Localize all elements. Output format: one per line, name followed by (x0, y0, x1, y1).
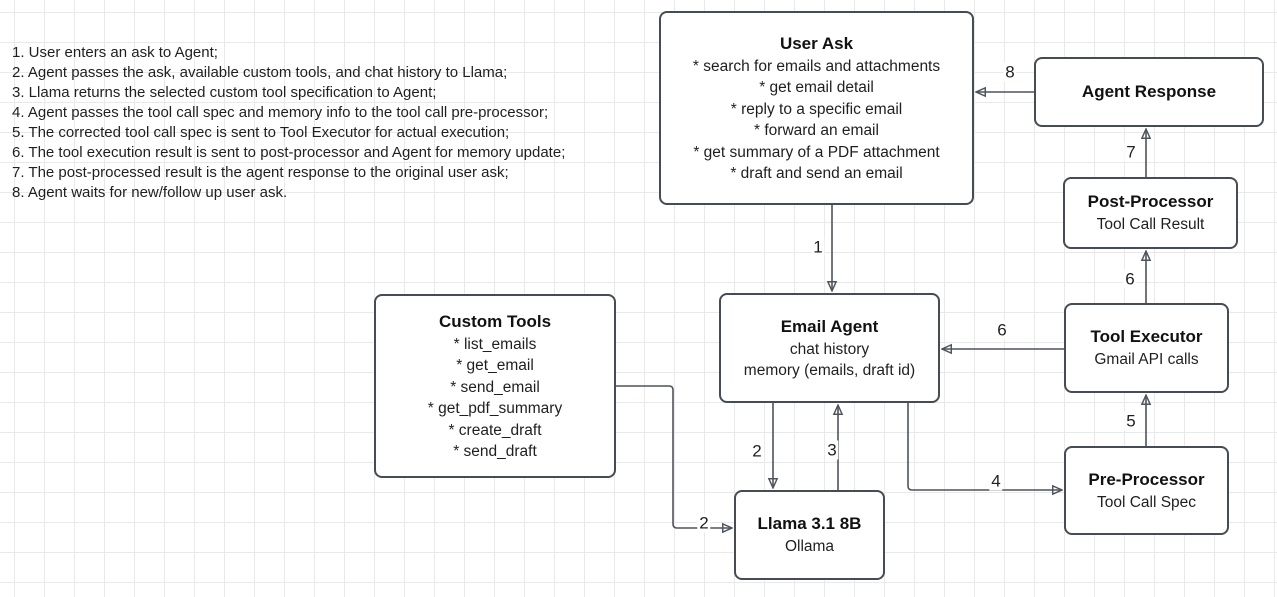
node-agent-response[interactable]: Agent Response (1034, 57, 1264, 127)
node-custom-tools[interactable]: Custom Tools * list_emails * get_email *… (374, 294, 616, 478)
node-title: Pre-Processor (1088, 469, 1205, 489)
instruction-step: 7. The post-processed result is the agen… (12, 164, 509, 181)
edge-label-5: 5 (1124, 411, 1138, 431)
instruction-step: 5. The corrected tool call spec is sent … (12, 124, 510, 141)
edge-label-2-agent-llama: 2 (750, 441, 764, 461)
node-line: * get_pdf_summary (427, 400, 563, 417)
edge-label-2-tools-llama: 2 (697, 513, 711, 533)
instruction-step: 6. The tool execution result is sent to … (12, 144, 566, 161)
node-tool-executor[interactable]: Tool Executor Gmail API calls (1064, 303, 1229, 393)
edge-label-1: 1 (811, 237, 825, 257)
node-line: memory (emails, draft id) (743, 362, 916, 379)
edge-emailagent-to-preprocessor[interactable] (907, 403, 1061, 490)
edge-label-6-executor-agent: 6 (995, 320, 1009, 340)
node-line: * send_email (450, 378, 540, 396)
node-title: Tool Executor (1090, 327, 1203, 347)
node-title: Post-Processor (1087, 192, 1214, 212)
instruction-step: 2. Agent passes the ask, available custo… (12, 64, 508, 81)
edge-label-7: 7 (1124, 142, 1138, 162)
node-title: Agent Response (1081, 82, 1217, 101)
node-line: * get_email (456, 357, 534, 374)
edge-customtools-to-llama[interactable] (616, 385, 731, 528)
node-line: * forward an email (754, 122, 879, 139)
node-line: * search for emails and attachments (692, 57, 941, 75)
instruction-step: 8. Agent waits for new/follow up user as… (12, 184, 288, 201)
node-line: chat history (789, 340, 870, 358)
node-post-processor[interactable]: Post-Processor Tool Call Result (1063, 177, 1238, 249)
node-llama[interactable]: Llama 3.1 8B Ollama (734, 490, 885, 580)
instruction-step: 4. Agent passes the tool call spec and m… (12, 104, 549, 121)
instruction-step: 1. User enters an ask to Agent; (12, 44, 218, 61)
node-title: Email Agent (780, 316, 879, 336)
node-pre-processor[interactable]: Pre-Processor Tool Call Spec (1064, 446, 1229, 535)
node-title: Custom Tools (438, 311, 552, 331)
node-subtitle: Tool Call Spec (1096, 493, 1197, 511)
edge-label-4: 4 (989, 471, 1003, 491)
node-line: * reply to a specific email (730, 100, 903, 118)
node-subtitle: Gmail API calls (1094, 351, 1199, 369)
instruction-step: 3. Llama returns the selected custom too… (12, 84, 437, 101)
node-subtitle: Tool Call Result (1096, 216, 1205, 234)
node-email-agent[interactable]: Email Agent chat history memory (emails,… (719, 293, 940, 403)
node-title: Llama 3.1 8B (757, 514, 862, 534)
instruction-list: 1. User enters an ask to Agent; 2. Agent… (12, 43, 565, 203)
node-title: User Ask (779, 33, 854, 53)
node-line: * draft and send an email (730, 165, 903, 182)
node-line: * send_draft (453, 443, 537, 460)
node-line: * list_emails (453, 335, 537, 353)
node-line: * get email detail (759, 79, 874, 96)
edge-label-3: 3 (825, 440, 839, 460)
edge-label-8: 8 (1003, 62, 1017, 82)
edge-label-6-executor-postproc: 6 (1123, 269, 1137, 289)
node-subtitle: Ollama (784, 538, 835, 556)
node-line: * create_draft (448, 421, 542, 439)
node-line: * get summary of a PDF attachment (693, 143, 940, 161)
node-user-ask[interactable]: User Ask * search for emails and attachm… (659, 11, 974, 205)
